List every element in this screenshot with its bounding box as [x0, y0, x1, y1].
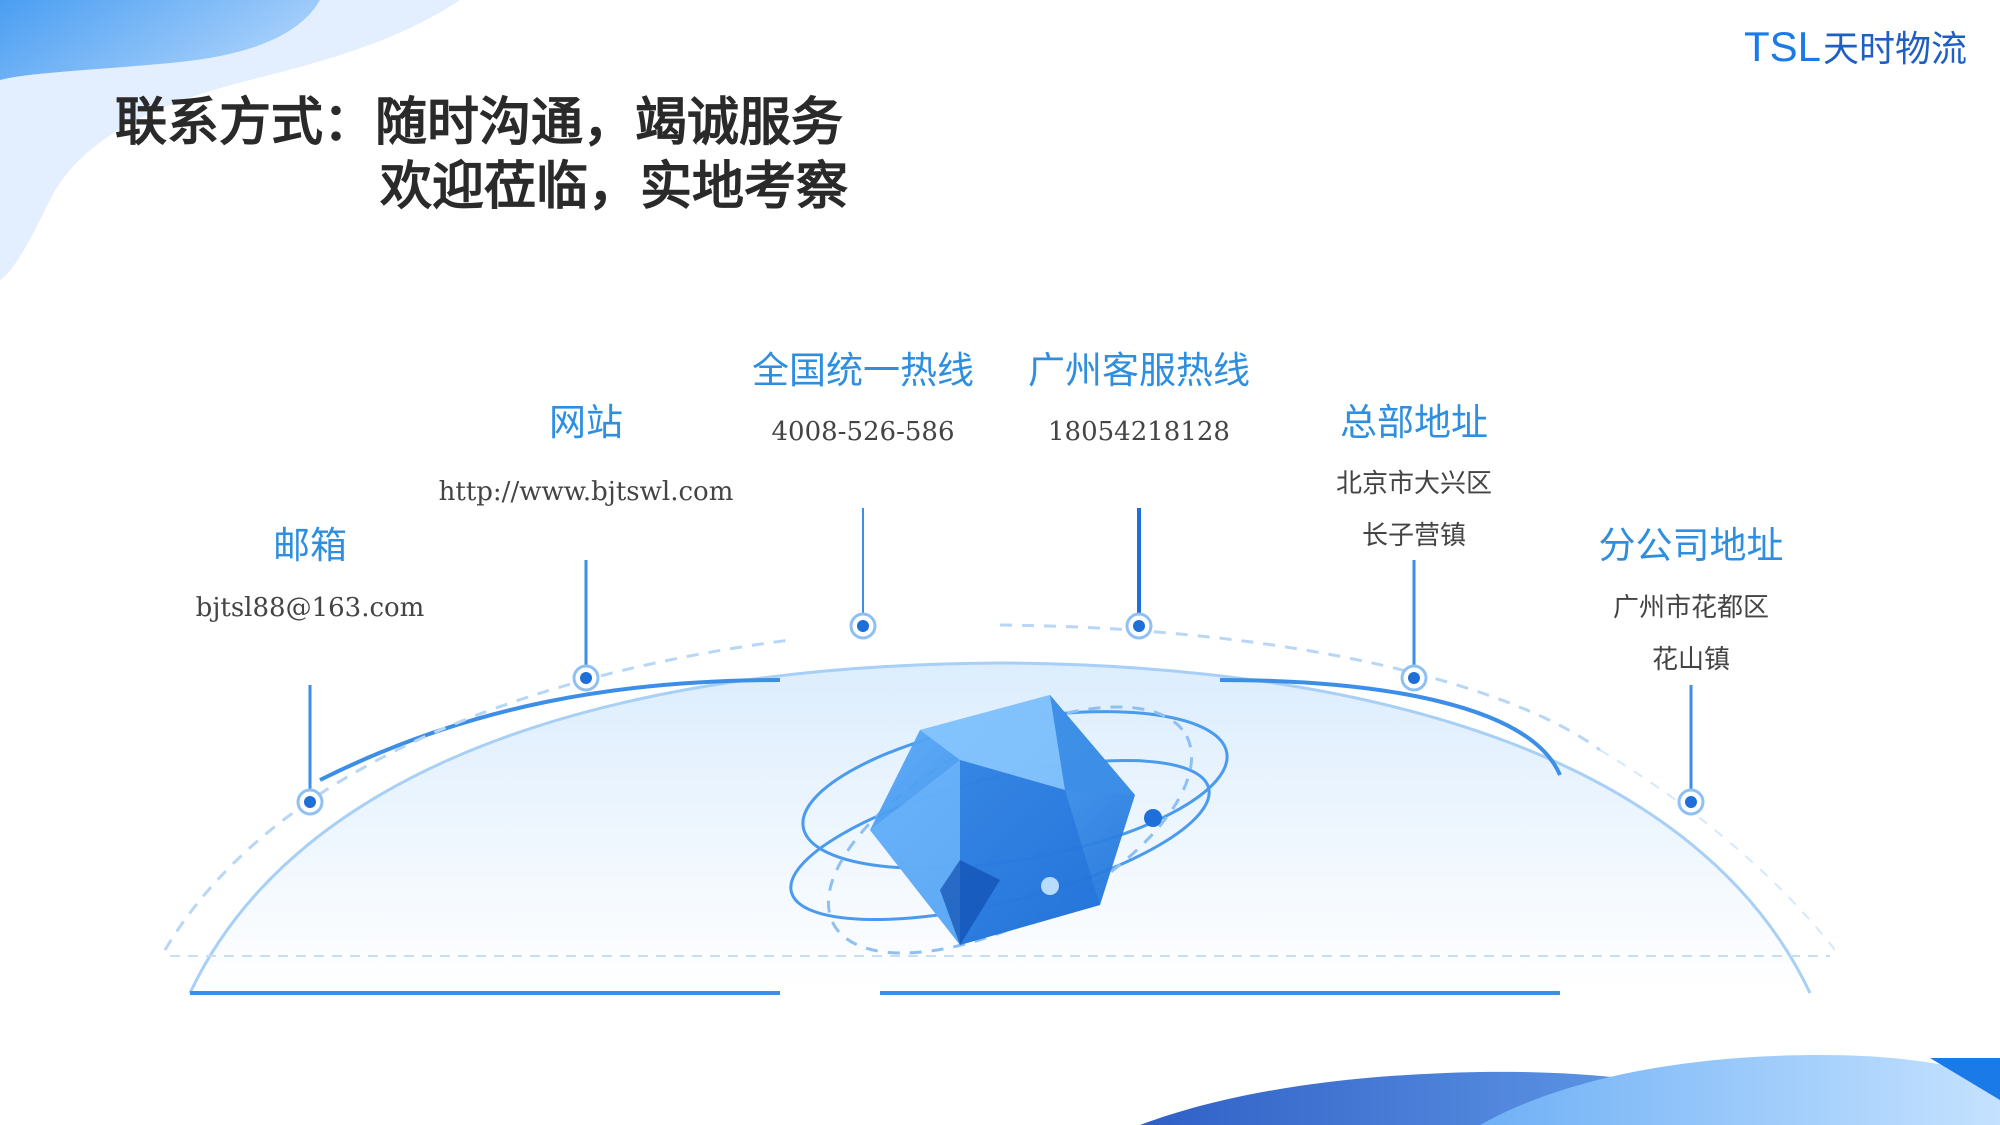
- brand-logo: TSL天时物流: [1744, 20, 1967, 72]
- contact-label-gz-hotline: 广州客服热线: [1028, 349, 1250, 392]
- page-subtitle: 欢迎莅临，实地考察: [380, 157, 849, 217]
- brand-cn: 天时物流: [1822, 29, 1967, 70]
- bottom-wave-light: [1480, 1055, 2000, 1125]
- contact-value-hq-address-line1: 北京市大兴区: [1335, 469, 1492, 499]
- outer-dashed-arc-left: [163, 638, 791, 951]
- contact-label-national-hotline: 全国统一热线: [752, 349, 974, 392]
- corner-wave-light: [0, 0, 460, 280]
- contact-label-branch-address: 分公司地址: [1598, 524, 1784, 567]
- contact-value-email[interactable]: bjtsl88@163.com: [195, 593, 425, 623]
- contact-label-website: 网站: [549, 401, 623, 444]
- bottom-wave-accent: [1930, 1058, 2000, 1100]
- contact-value-branch-address-line2: 花山镇: [1651, 645, 1730, 675]
- contact-value-gz-hotline: 18054218128: [1048, 417, 1230, 447]
- dome-arc-left: [319, 678, 781, 782]
- contact-value-national-hotline: 4008-526-586: [771, 417, 955, 447]
- connector-dots: [296, 612, 1705, 816]
- brand-latin: TSL: [1743, 23, 1821, 70]
- corner-wave-dark: [0, 0, 320, 80]
- contact-value-website[interactable]: http://www.bjtswl.com: [438, 477, 734, 507]
- contact-label-hq-address: 总部地址: [1340, 401, 1488, 444]
- contact-value-hq-address-line2: 长子营镇: [1361, 521, 1466, 551]
- dome-outline: [188, 661, 1812, 994]
- crystal-graphic: [789, 695, 1229, 955]
- contact-label-email: 邮箱: [273, 524, 347, 567]
- page-title: 联系方式：随时沟通，竭诚服务: [115, 93, 844, 153]
- contact-value-branch-address-line1: 广州市花都区: [1612, 593, 1769, 623]
- outer-dashed-arc-far-right: [1599, 749, 1836, 951]
- dome-arc-right: [1219, 678, 1562, 776]
